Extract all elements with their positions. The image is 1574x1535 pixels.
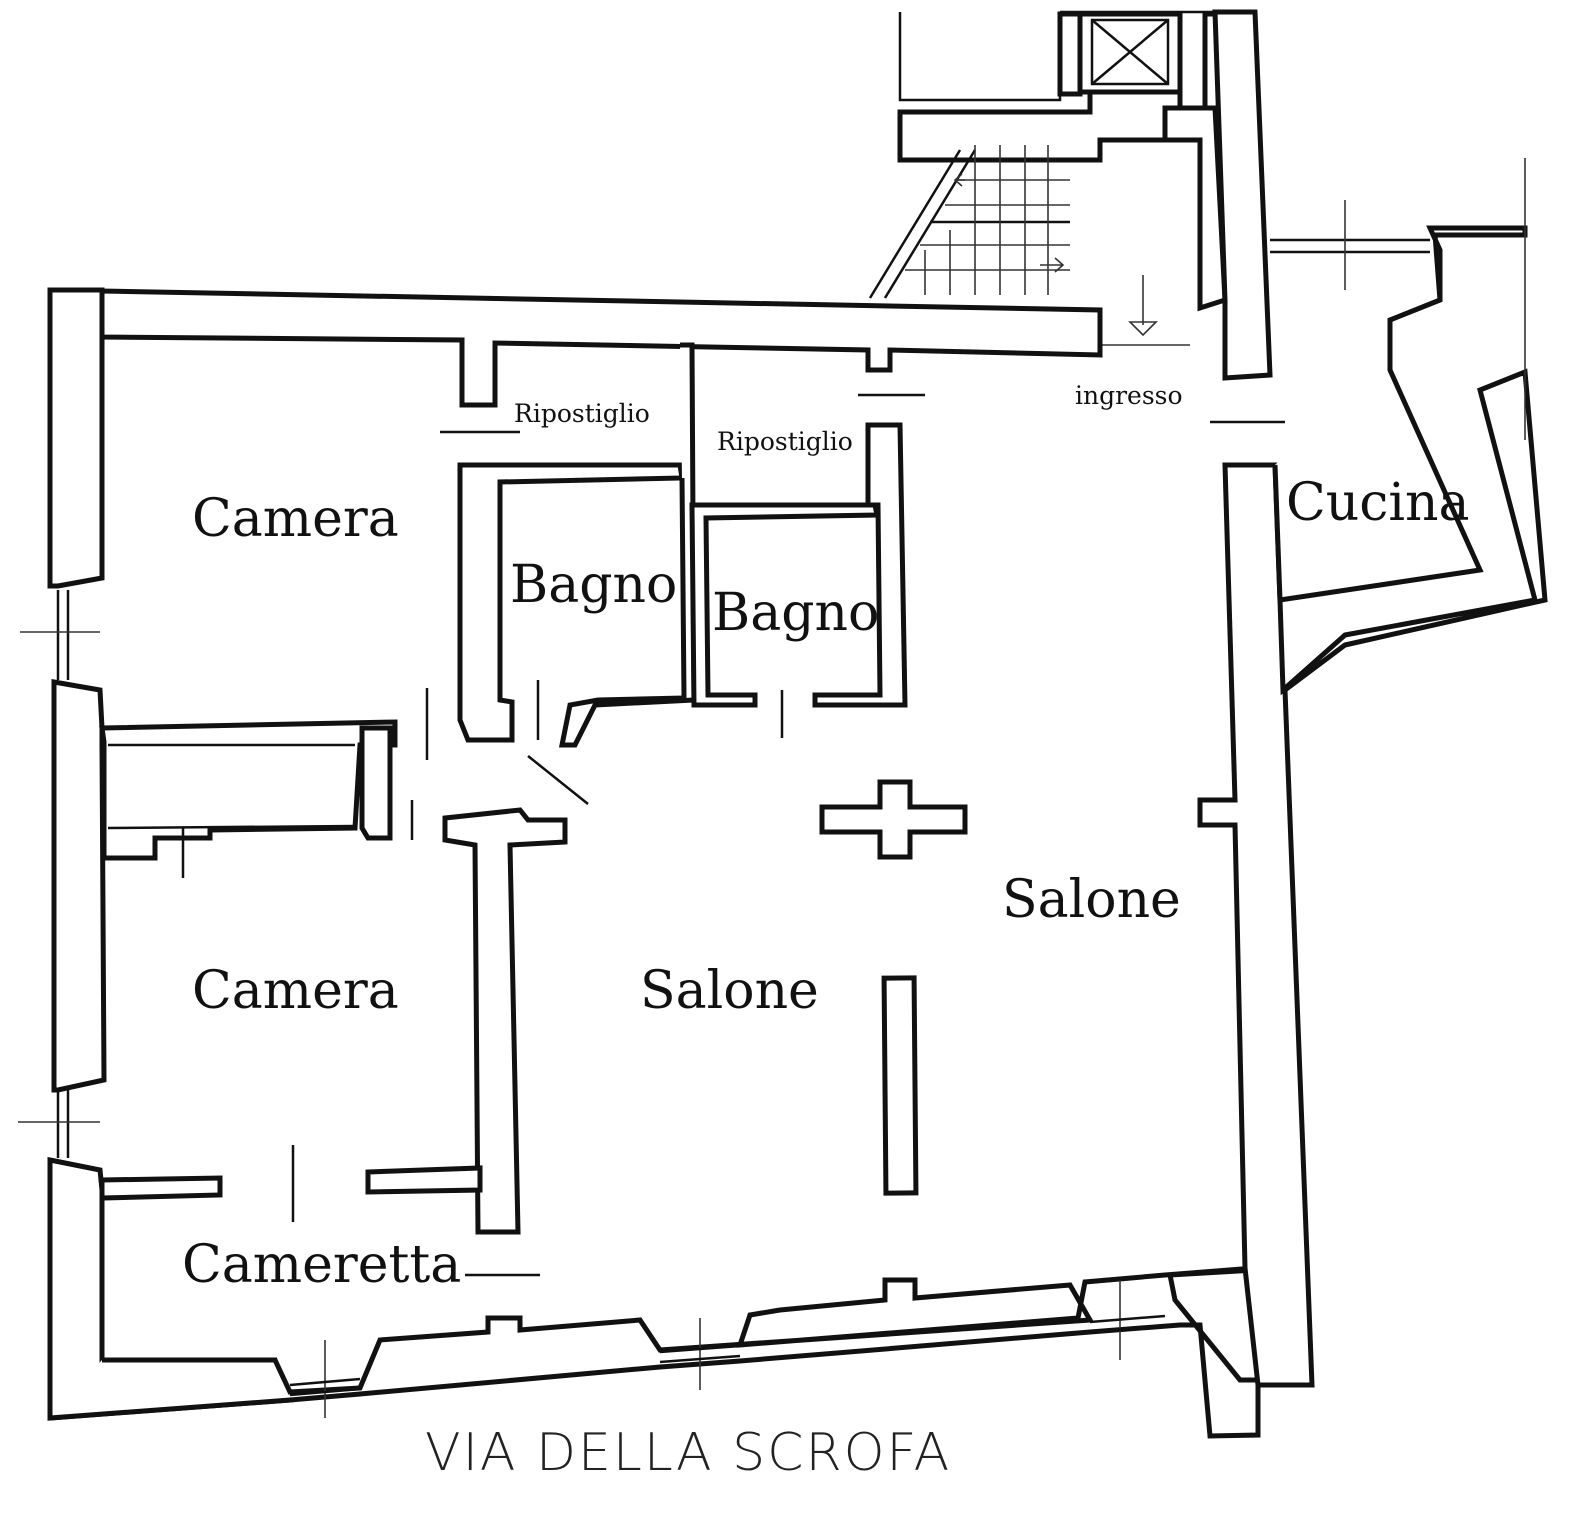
room-label-bagno-left: Bagno xyxy=(510,555,677,615)
room-label-cameretta: Cameretta xyxy=(182,1235,461,1295)
room-label-ripostiglio-right: Ripostiglio xyxy=(717,427,853,456)
elevator-icon xyxy=(1090,18,1170,86)
corridor-wall xyxy=(359,725,393,841)
room-label-salone-left: Salone xyxy=(640,961,819,1021)
window-south-2 xyxy=(659,1318,741,1390)
ripostiglio-right-wall xyxy=(812,422,908,708)
door-marks xyxy=(181,680,784,1277)
room-label-ripostiglio-left: Ripostiglio xyxy=(514,399,650,428)
room-label-bagno-right: Bagno xyxy=(712,583,879,643)
west-wall-middle xyxy=(51,679,107,1093)
window-west-lower xyxy=(18,1090,100,1158)
staircase xyxy=(868,145,1070,299)
north-wall xyxy=(49,287,1103,408)
salone-divider xyxy=(881,975,919,1196)
stair-core xyxy=(868,9,1273,381)
window-west-upper xyxy=(20,590,100,680)
central-wall xyxy=(442,807,568,1235)
kitchen-wall xyxy=(1272,225,1528,603)
room-label-cucina: Cucina xyxy=(1286,473,1470,533)
east-wall xyxy=(1197,368,1548,1388)
pillar-cross xyxy=(819,779,968,860)
room-label-ingresso: ingresso xyxy=(1075,381,1183,410)
west-wall-upper xyxy=(47,287,105,589)
entrance-arrow-icon xyxy=(1128,275,1158,337)
bagno-left-walls xyxy=(457,462,685,743)
window-kitchen xyxy=(1270,200,1430,290)
cameretta-wall xyxy=(99,1175,223,1201)
room-label-camera-top: Camera xyxy=(192,489,399,549)
camera-divider xyxy=(99,719,398,861)
window-south-1 xyxy=(289,1340,361,1418)
room-label-camera-bottom: Camera xyxy=(192,961,399,1021)
window-south-3 xyxy=(1089,1280,1166,1360)
south-wall xyxy=(49,1265,1261,1439)
room-label-salone-right: Salone xyxy=(1002,870,1181,930)
cameretta-wall-right xyxy=(365,1165,483,1195)
street-name: VIA DELLA SCROFA xyxy=(425,1423,951,1483)
